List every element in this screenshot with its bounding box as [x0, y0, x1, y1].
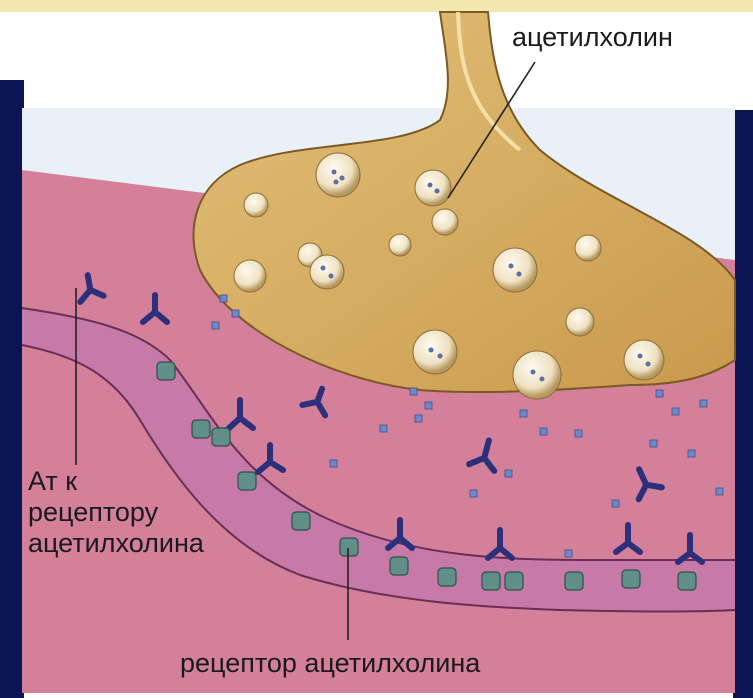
- receptor-icon: [340, 538, 358, 556]
- acetylcholine-molecule-icon: [688, 450, 695, 457]
- vesicle-icon: [244, 193, 268, 217]
- acetylcholine-molecule-icon: [520, 410, 527, 417]
- receptor-icon: [157, 362, 175, 380]
- receptor-icon: [438, 568, 456, 586]
- antibody-label-line-1: Ат к: [28, 466, 204, 497]
- acetylcholine-molecule-icon: [656, 390, 663, 397]
- vesicle-icon: [432, 209, 458, 235]
- antibody-to-receptor-label: Ат к рецептору ацетилхолина: [28, 466, 204, 559]
- receptor-icon: [238, 472, 256, 490]
- vesicle-icon: [316, 153, 360, 197]
- vesicle-icon: [415, 170, 451, 206]
- acetylcholine-molecule-icon: [505, 470, 512, 477]
- vesicle-icon: [624, 340, 664, 380]
- receptor-icon: [192, 420, 210, 438]
- navy-frame-left: [0, 80, 24, 698]
- vesicle-icon: [513, 351, 561, 399]
- antibody-label-line-2: рецептору: [28, 497, 204, 528]
- receptor-icon: [390, 557, 408, 575]
- acetylcholine-molecule-icon: [212, 322, 219, 329]
- acetylcholine-molecule-icon: [470, 490, 477, 497]
- vesicle-icon: [575, 235, 601, 261]
- receptor-icon: [212, 428, 230, 446]
- acetylcholine-molecule-icon: [540, 428, 547, 435]
- vesicle-icon: [493, 248, 537, 292]
- acetylcholine-molecule-icon: [700, 400, 707, 407]
- acetylcholine-molecule-icon: [565, 550, 572, 557]
- vesicle-icon: [566, 308, 594, 336]
- acetylcholine-molecule-icon: [330, 460, 337, 467]
- acetylcholine-molecule-icon: [612, 500, 619, 507]
- top-yellow-band: [0, 0, 753, 12]
- acetylcholine-molecule-icon: [410, 388, 417, 395]
- navy-frame-right: [733, 110, 753, 698]
- receptor-icon: [505, 572, 523, 590]
- acetylcholine-molecule-icon: [415, 415, 422, 422]
- acetylcholine-molecule-icon: [716, 488, 723, 495]
- acetylcholine-molecule-icon: [575, 430, 582, 437]
- receptor-icon: [292, 512, 310, 530]
- receptor-icon: [482, 572, 500, 590]
- vesicle-icon: [413, 330, 457, 374]
- vesicle-icon: [234, 260, 266, 292]
- vesicle-icon: [310, 255, 344, 289]
- acetylcholine-molecule-icon: [425, 402, 432, 409]
- antibody-label-line-3: ацетилхолина: [28, 528, 204, 559]
- acetylcholine-molecule-icon: [232, 310, 239, 317]
- vesicle-icon: [389, 234, 411, 256]
- acetylcholine-molecule-icon: [220, 295, 227, 302]
- acetylcholine-receptor-label: рецептор ацетилхолина: [180, 648, 480, 679]
- acetylcholine-label: ацетилхолин: [512, 22, 673, 53]
- receptor-icon: [565, 572, 583, 590]
- receptor-icon: [678, 572, 696, 590]
- acetylcholine-molecule-icon: [672, 408, 679, 415]
- receptor-icon: [622, 570, 640, 588]
- top-left-white-panel: [0, 0, 440, 110]
- acetylcholine-molecule-icon: [650, 440, 657, 447]
- acetylcholine-molecule-icon: [380, 425, 387, 432]
